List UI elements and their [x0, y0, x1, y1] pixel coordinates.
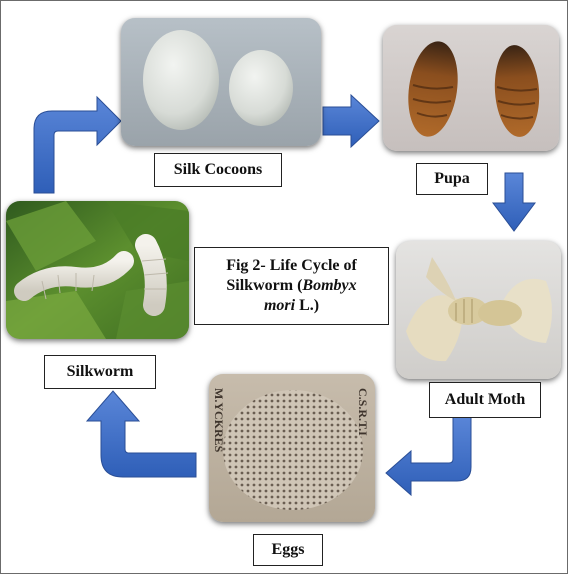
caption-authority: L.) — [295, 297, 319, 314]
arrow-cocoons-to-pupa — [323, 95, 379, 147]
egg-card-left-text: M.YCKRES — [212, 388, 226, 453]
adult-moth-photo — [396, 241, 561, 379]
large-cocoon-icon — [143, 30, 219, 130]
caption-genus: Bombyx — [302, 277, 356, 294]
figure-caption: Fig 2- Life Cycle of Silkworm (Bombyx mo… — [194, 247, 389, 325]
label-pupa: Pupa — [416, 163, 488, 195]
egg-cluster-icon — [223, 390, 363, 510]
egg-card-right-text: C.S.R.T.I — [356, 388, 370, 436]
small-cocoon-icon — [229, 50, 293, 126]
arrow-moth-to-eggs — [386, 415, 471, 495]
caption-line-2: Silkworm (Bombyx — [195, 276, 388, 296]
caption-line-3: mori L.) — [195, 296, 388, 316]
silkworm-photo — [6, 201, 189, 339]
arrow-eggs-to-silkworm — [87, 391, 196, 477]
arrow-silkworm-to-cocoons — [34, 97, 121, 193]
label-adult-moth: Adult Moth — [429, 382, 541, 418]
caption-epithet: mori — [264, 297, 295, 314]
label-silk-cocoons: Silk Cocoons — [154, 153, 282, 187]
pupa-photo — [383, 25, 559, 151]
caption-line-1: Fig 2- Life Cycle of — [195, 256, 388, 276]
caption-common-name: Silkworm ( — [226, 277, 302, 294]
label-eggs: Eggs — [253, 534, 323, 566]
arrow-pupa-to-moth — [493, 173, 535, 231]
eggs-photo: M.YCKRES C.S.R.T.I — [209, 374, 375, 522]
cocoons-photo — [121, 18, 321, 146]
label-silkworm: Silkworm — [44, 355, 156, 389]
